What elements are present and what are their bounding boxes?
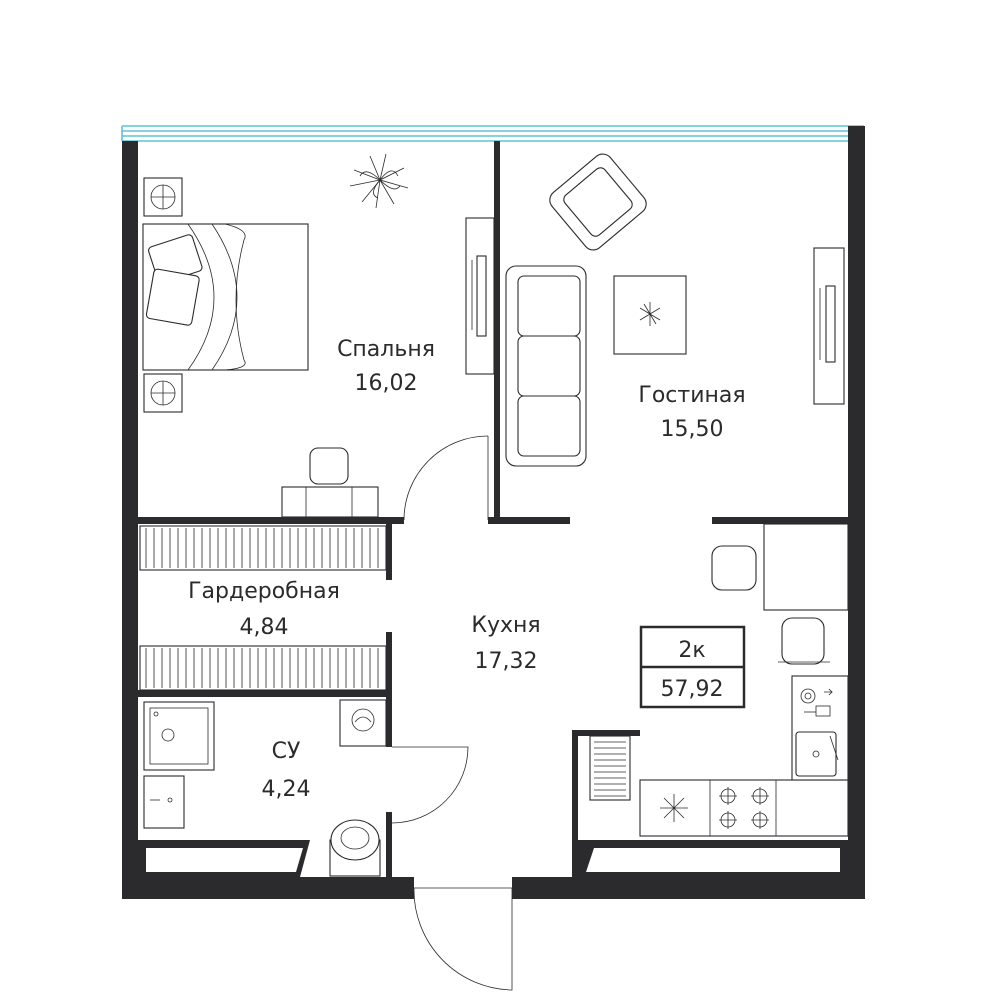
badge-room-count: 2к [678,638,705,663]
room-labels: Спальня 16,02 Гостиная 15,50 Гардеробная… [188,337,745,802]
kitchen-name: Кухня [471,613,540,638]
kitchen-area: 17,32 [475,649,538,674]
wardrobe-area: 4,84 [240,615,289,640]
plant-icon [349,153,409,209]
living-furniture [505,153,845,467]
bedroom-name: Спальня [337,337,435,362]
living-name: Гостиная [638,383,745,408]
apartment-badge: 2к 57,92 [639,625,746,709]
wardrobe-shelves [139,525,387,691]
exterior-walls [122,126,865,899]
badge-total-area: 57,92 [661,677,724,702]
stove-icon [719,787,769,829]
bathroom-area: 4,24 [262,777,311,802]
bathroom-fixtures [143,699,387,877]
bathroom-name: СУ [272,739,301,764]
top-window [121,125,865,142]
bedroom-area: 16,02 [355,371,418,396]
interior-walls [138,141,848,898]
bedroom-furniture [142,153,495,518]
kitchen-furniture [589,523,849,837]
living-area: 15,50 [661,417,724,442]
doors [391,435,513,991]
wardrobe-name: Гардеробная [188,579,340,604]
